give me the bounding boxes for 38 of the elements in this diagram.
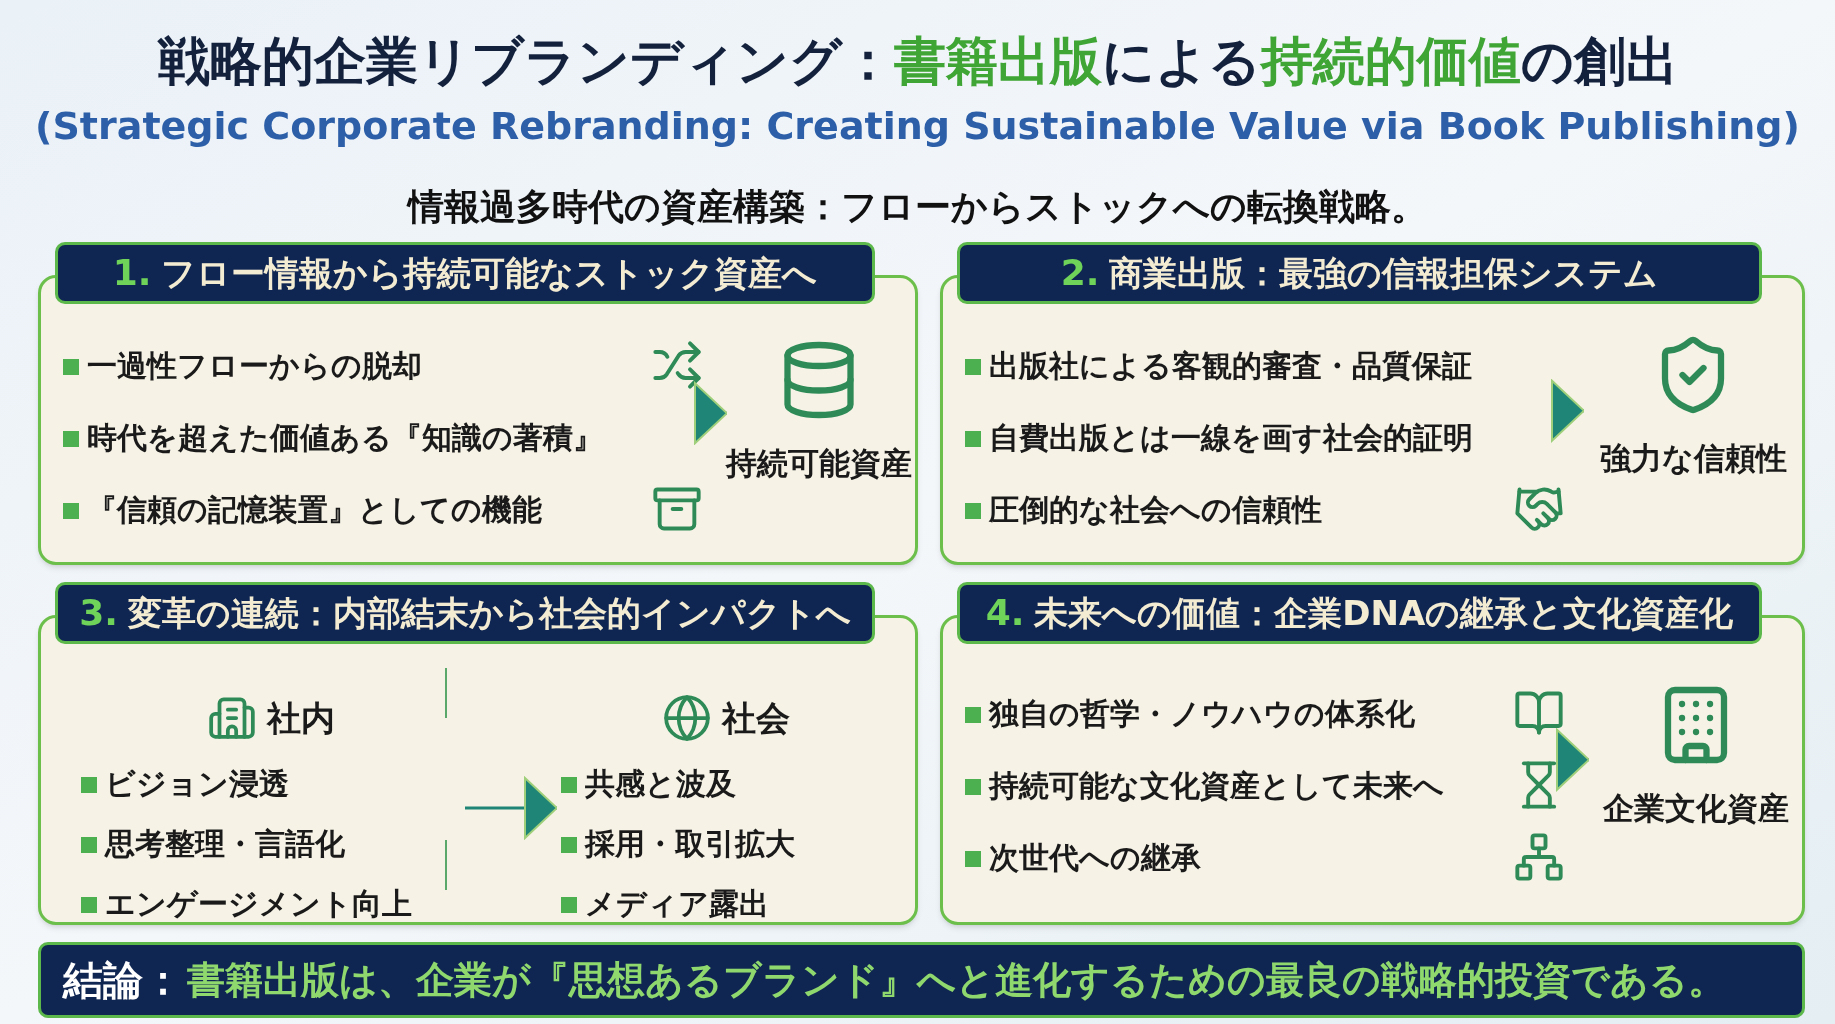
- title: 戦略的企業リブランディング：書籍出版による持続的価値の創出: [156, 30, 1679, 93]
- section-heading: 変革の連続：内部結末から社会的インパクトへ: [127, 591, 851, 635]
- bullet-item: エンゲージメント向上: [81, 880, 412, 926]
- section-number: 2.: [1060, 251, 1100, 295]
- bullet-item: 自費出版とは一線を画す社会的証明: [965, 414, 1473, 460]
- bullet-item: 圧倒的な社会への信頼性: [965, 486, 1322, 532]
- bullet-item: 出版社による客観的審査・品質保証: [965, 342, 1472, 388]
- tagline: 情報過多時代の資産構築：フローからストックへの転換戦略。: [405, 185, 1428, 229]
- bullet-item: 時代を超えた価値ある『知識の著積』: [63, 414, 603, 460]
- bullet-item: 独自の哲学・ノウハウの体系化: [965, 690, 1415, 736]
- chevron-arrow: [1556, 728, 1590, 791]
- section-number: 3.: [79, 591, 118, 635]
- bullet-item: 次世代への継承: [965, 834, 1201, 880]
- bullet-item: 一過性フローからの脱却: [63, 342, 422, 388]
- chevron-arrow: [465, 777, 558, 839]
- subtitle: (Strategic Corporate Rebranding: Creating Sustainable Value via Book Publishing): [34, 103, 1801, 150]
- conclusion-label: 結論：: [63, 956, 183, 1005]
- bullet-item: 採用・取引拡大: [561, 820, 795, 866]
- chevron-arrow: [694, 382, 728, 445]
- conclusion-text: 書籍出版は、企業が『思想あるブランド』へと進化するための最良の戦略的投資である。: [187, 956, 1726, 1004]
- bullet-item: 共感と波及: [561, 760, 736, 806]
- result-label: 企業文化資産: [1602, 789, 1789, 828]
- bullet-item: メディア露出: [561, 880, 769, 926]
- group-heading: 社内: [267, 696, 335, 740]
- section-heading: フロー情報から持続可能なストック資産へ: [161, 251, 818, 295]
- section-heading: 商業出版：最強の信報担保システム: [1109, 251, 1659, 295]
- section-number: 1.: [112, 251, 152, 295]
- chevron-arrow: [1551, 379, 1585, 442]
- result-label: 持続可能資産: [725, 444, 912, 483]
- section-heading: 未来への価値：企業DNAの継承と文化資産化: [1034, 591, 1734, 635]
- bullet-item: 持続可能な文化資産として未来へ: [965, 762, 1444, 808]
- conclusion-banner: [38, 942, 1805, 1018]
- group-heading: 社会: [722, 696, 790, 740]
- bullet-item: 思考整理・言語化: [81, 820, 345, 866]
- section-number: 4.: [985, 591, 1025, 635]
- bullet-item: 『信頼の記憶装置』としての機能: [63, 486, 542, 532]
- result-label: 強力な信頼性: [1599, 439, 1787, 478]
- bullet-item: ビジョン浸透: [81, 760, 289, 806]
